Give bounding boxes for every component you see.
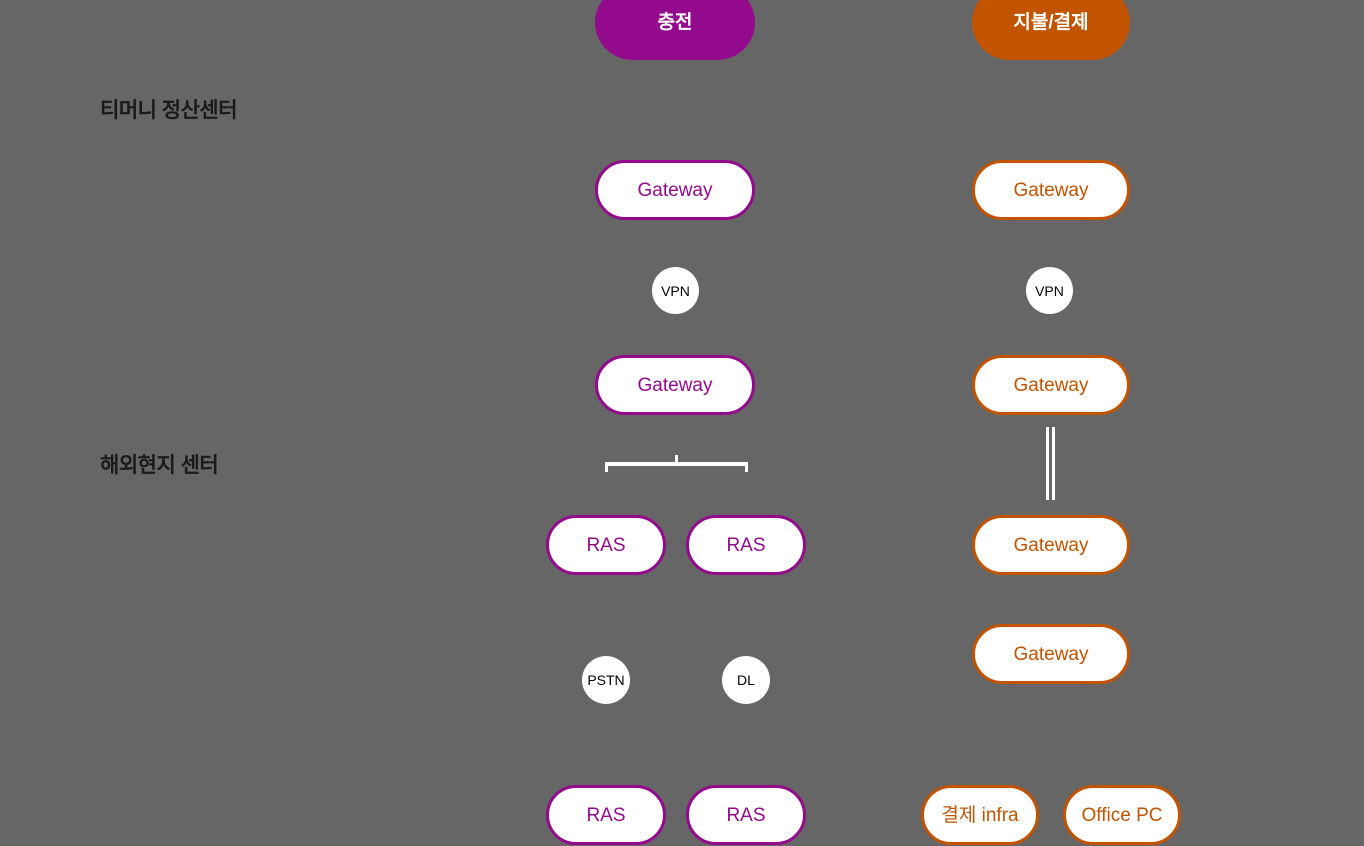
node-gateway-payment-lower[interactable]: Gateway xyxy=(972,515,1130,575)
node-payment-header[interactable]: 지불/결제 xyxy=(972,0,1130,60)
node-gateway-payment-bottom[interactable]: Gateway xyxy=(972,624,1130,684)
connector-fork-right-stub xyxy=(745,462,748,472)
node-ras-left-lower[interactable]: RAS xyxy=(546,785,666,845)
node-ras-right-upper[interactable]: RAS xyxy=(686,515,806,575)
node-charge-header[interactable]: 충전 xyxy=(595,0,755,60)
node-dl[interactable]: DL xyxy=(722,656,770,704)
node-ras-left-upper[interactable]: RAS xyxy=(546,515,666,575)
zone-label-overseas-center: 해외현지 센터 xyxy=(100,454,219,477)
node-payment-infra[interactable]: 결제 infra xyxy=(921,785,1039,845)
zone-label-settlement-center: 티머니 정산센터 xyxy=(100,99,238,122)
node-gateway-payment-mid[interactable]: Gateway xyxy=(972,355,1130,415)
node-office-pc[interactable]: Office PC xyxy=(1063,785,1181,845)
node-ras-right-lower[interactable]: RAS xyxy=(686,785,806,845)
connector-fork-left-stub xyxy=(605,462,608,472)
node-gateway-charge-mid[interactable]: Gateway xyxy=(595,355,755,415)
connector-fork-horizontal xyxy=(605,462,748,466)
node-vpn-charge[interactable]: VPN xyxy=(652,267,699,314)
node-gateway-payment-top[interactable]: Gateway xyxy=(972,160,1130,220)
connector-vertical-left-line xyxy=(1046,427,1049,500)
node-vpn-payment[interactable]: VPN xyxy=(1026,267,1073,314)
connector-vertical-right-line xyxy=(1052,427,1055,500)
node-gateway-charge-top[interactable]: Gateway xyxy=(595,160,755,220)
node-pstn[interactable]: PSTN xyxy=(582,656,630,704)
connector-fork-center-stub xyxy=(675,455,678,463)
